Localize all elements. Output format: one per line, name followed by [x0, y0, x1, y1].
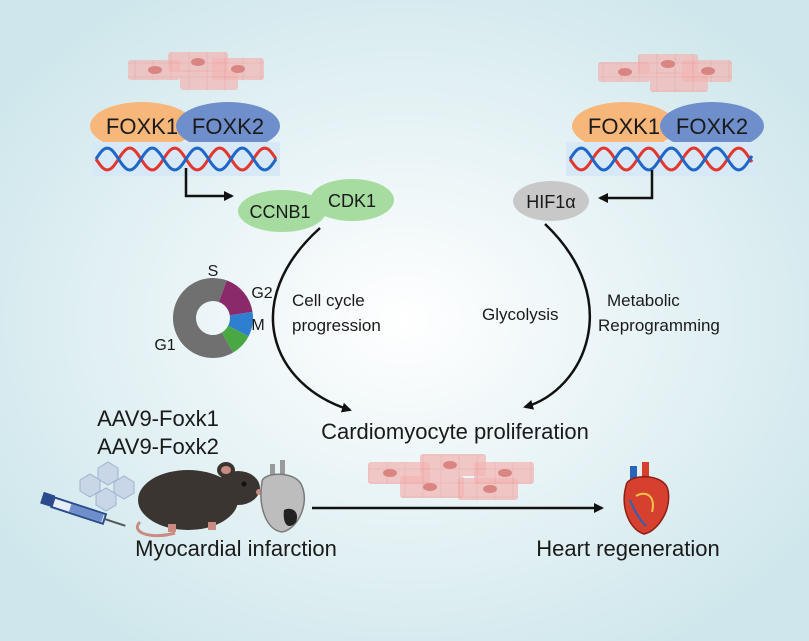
healthy-heart-icon	[623, 462, 670, 535]
metabolic-label-line2: Reprogramming	[598, 316, 720, 335]
foxk1-label-left: FOXK1	[106, 114, 178, 139]
cdk1-label: CDK1	[328, 191, 376, 211]
glycolysis-label: Glycolysis	[482, 305, 559, 324]
donut-slice-g2	[228, 311, 253, 337]
arrow-foxk-to-ccnb1	[184, 168, 234, 201]
cardiomyocyte-cluster-top-left	[128, 52, 264, 90]
donut-slice-s	[218, 280, 253, 316]
foxk1-label-right: FOXK1	[588, 114, 660, 139]
cardiomyocyte-cluster-top-right	[598, 54, 732, 92]
phase-label-m: M	[251, 317, 264, 334]
arrow-foxk-to-hif1a	[598, 170, 654, 203]
donut-slice-m	[221, 325, 249, 353]
condition-label: Myocardial infarction	[135, 536, 337, 561]
hif1a-label: HIF1α	[526, 192, 575, 212]
treatment-label-line1: AAV9-Foxk1	[97, 406, 219, 431]
ccnb1-label: CCNB1	[249, 202, 310, 222]
cell-cycle-label-line2: progression	[292, 316, 381, 335]
foxk1-ellipse-left	[90, 102, 194, 150]
foxk2-label-left: FOXK2	[192, 114, 264, 139]
syringe-icon	[40, 491, 126, 527]
mouse-icon	[136, 462, 262, 538]
foxk2-ellipse-left	[176, 102, 280, 150]
foxk1-ellipse-right	[572, 102, 676, 150]
ccnb1-ellipse	[238, 190, 326, 232]
cardiomyocyte-cluster-bottom	[368, 454, 534, 500]
foxk2-label-right: FOXK2	[676, 114, 748, 139]
metabolic-label-line1: Metabolic	[607, 291, 680, 310]
phase-label-g1: G1	[154, 337, 175, 354]
dna-helix-right	[566, 142, 756, 176]
cdk1-ellipse	[310, 179, 394, 221]
hif1a-ellipse	[513, 181, 589, 221]
treatment-label-line2: AAV9-Foxk2	[97, 434, 219, 459]
cell-cycle-label-line1: Cell cycle	[292, 291, 365, 310]
phase-label-s: S	[208, 263, 219, 280]
result-label: Heart regeneration	[536, 536, 719, 561]
cell-cycle-donut-chart	[173, 278, 253, 359]
aav-particles-icon	[79, 461, 135, 512]
foxk2-ellipse-right	[660, 102, 764, 150]
phase-label-g2: G2	[251, 285, 272, 302]
arrow-metabolic	[523, 223, 592, 410]
infarcted-heart-icon	[260, 460, 305, 533]
arrow-cell-cycle	[271, 227, 352, 413]
donut-slice-g1	[173, 278, 234, 359]
outcome-label: Cardiomyocyte proliferation	[321, 419, 589, 444]
